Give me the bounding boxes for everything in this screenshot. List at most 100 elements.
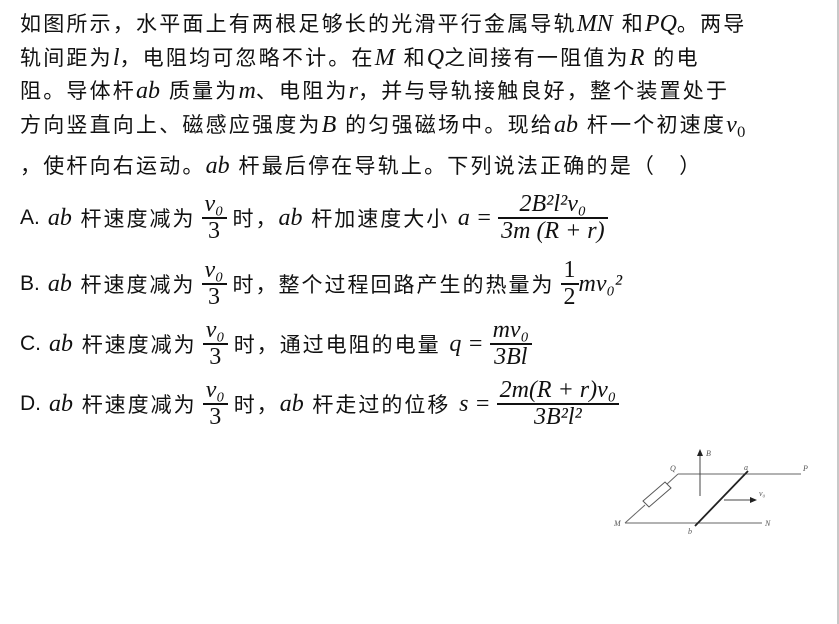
denominator: 3 <box>208 217 221 244</box>
b-arrowhead-icon <box>697 449 703 456</box>
math-lhs: s = <box>459 390 491 417</box>
fraction-condition: v₀ 3 <box>202 378 228 430</box>
option-a[interactable]: A. ab 杆速度减为 v₀ 3 时， ab 杆加速度大小 a = 2B²l²v… <box>20 190 614 246</box>
option-b[interactable]: B. ab 杆速度减为 v₀ 3 时， 整个过程回路产生的热量为 1 2 mv₀… <box>20 256 622 312</box>
rod-ab <box>694 470 749 527</box>
math-v0: v <box>726 111 737 138</box>
label-P: P <box>802 464 808 473</box>
wire-resistor-Q <box>665 473 679 486</box>
label-Q: Q <box>670 464 676 473</box>
fraction-answer: mv₀ 3Bl <box>489 317 532 370</box>
option-d[interactable]: D. ab 杆速度减为 v₀ 3 时， ab 杆走过的位移 s = 2m(R +… <box>20 376 625 432</box>
math-m: m <box>238 78 256 104</box>
stem-text: 阻。导体杆 <box>20 79 136 103</box>
math-ab: ab <box>47 204 72 231</box>
math-ab: ab <box>205 153 230 180</box>
math-ab: ab <box>278 204 303 231</box>
option-text: 时， <box>233 333 280 357</box>
math-ab: ab <box>553 111 578 138</box>
stem-text: 轨间距为 <box>20 45 113 70</box>
denominator: 3 <box>209 403 222 430</box>
stem-text: 的匀强磁场中。现给 <box>345 112 554 137</box>
denominator: 2 <box>563 283 576 310</box>
option-text: 时， <box>232 273 279 297</box>
stem-text: 的电 <box>653 45 700 70</box>
option-text: 杆速度减为 <box>80 273 196 297</box>
math-mv0-squared: mv₀² <box>578 270 623 297</box>
option-text: 时， <box>232 207 279 231</box>
page-right-border <box>837 0 839 624</box>
math-ab: ab <box>49 330 73 357</box>
math-subscript: 0 <box>736 124 748 141</box>
fraction-bar <box>202 403 228 405</box>
fraction-answer: 2m(R + r)v₀ 3B²l² <box>496 377 620 430</box>
v0-arrowhead-icon <box>750 497 757 503</box>
label-N: N <box>764 519 771 528</box>
option-text: 杆走过的位移 <box>312 393 451 417</box>
stem-text: 杆一个初速度 <box>586 112 727 137</box>
math-PQ: PQ <box>644 11 677 37</box>
stem-text: 质量为 <box>168 79 239 103</box>
denominator: 3Bl <box>494 343 528 370</box>
math-lhs: a = <box>457 204 493 231</box>
stem-text: ，并与导轨接触良好，整个装置处于 <box>358 79 730 103</box>
label-M: M <box>613 519 622 528</box>
label-b: b <box>688 527 692 536</box>
math-lhs: q = <box>449 330 484 357</box>
stem-text: 、电阻为 <box>255 79 349 103</box>
numerator: v₀ <box>204 257 224 284</box>
denominator: 3B²l² <box>534 403 582 430</box>
stem-text: 杆最后停在导轨上。下列说法正确的是（ ） <box>238 154 703 179</box>
fraction-bar <box>202 343 228 345</box>
math-ab: ab <box>47 270 72 297</box>
numerator: 2m(R + r)v₀ <box>499 377 617 404</box>
fraction-bar <box>496 403 620 405</box>
stem-text: 和 <box>403 45 427 70</box>
option-text: 杆速度减为 <box>81 333 197 357</box>
math-Q: Q <box>426 44 445 71</box>
math-B: B <box>321 111 337 138</box>
fraction-bar <box>201 283 227 285</box>
math-R: R <box>629 44 645 71</box>
math-MN: MN <box>576 11 613 37</box>
fraction-coefficient: 1 2 <box>560 257 579 310</box>
option-letter: C. <box>20 332 41 355</box>
math-ab: ab <box>49 390 73 417</box>
stem-text: 。两导 <box>676 12 747 36</box>
label-B: B <box>706 449 711 458</box>
fraction-bar <box>201 217 227 219</box>
numerator: 1 <box>563 257 576 284</box>
option-letter: A. <box>20 206 40 229</box>
stem-text: 如图所示，水平面上有两根足够长的光滑平行金属导轨 <box>20 12 577 36</box>
stem-text: 之间接有一阻值为 <box>444 45 630 70</box>
numerator: mv₀ <box>492 317 529 344</box>
option-text: 杆速度减为 <box>80 207 196 231</box>
fraction-bar <box>489 343 532 345</box>
resistor-icon <box>642 481 672 508</box>
stem-text: ，使杆向右运动。 <box>20 154 206 179</box>
fraction-bar <box>560 283 579 285</box>
math-ab: ab <box>279 390 304 417</box>
option-text: 整个过程回路产生的热量为 <box>278 273 555 297</box>
math-l: l <box>112 44 120 71</box>
rail-circuit-diagram: B Q a P v₀ M b N <box>613 449 808 536</box>
option-c[interactable]: C. ab 杆速度减为 v₀ 3 时， 通过电阻的电量 q = mv₀ 3Bl <box>20 316 538 372</box>
denominator: 3 <box>209 343 222 370</box>
stem-text: 和 <box>621 12 645 36</box>
fraction-condition: v₀ 3 <box>201 191 227 244</box>
label-a: a <box>744 463 748 472</box>
fraction-answer: 2B²l²v₀ 3m (R + r) <box>498 192 608 243</box>
stem-text: 方向竖直向上、磁感应强度为 <box>20 112 322 137</box>
numerator: 2B²l²v₀ <box>519 191 587 218</box>
stem-text: ，电阻均可忽略不计。在 <box>119 45 375 70</box>
fraction-condition: v₀ 3 <box>202 318 228 370</box>
option-text: 通过电阻的电量 <box>279 333 441 357</box>
math-ab: ab <box>136 78 160 104</box>
denominator: 3m (R + r) <box>501 217 605 244</box>
math-M: M <box>374 44 395 71</box>
option-letter: D. <box>20 392 41 415</box>
wire-M-resistor <box>624 504 646 524</box>
numerator: v₀ <box>204 191 224 218</box>
option-letter: B. <box>20 272 40 295</box>
option-text: 杆加速度大小 <box>311 207 450 231</box>
